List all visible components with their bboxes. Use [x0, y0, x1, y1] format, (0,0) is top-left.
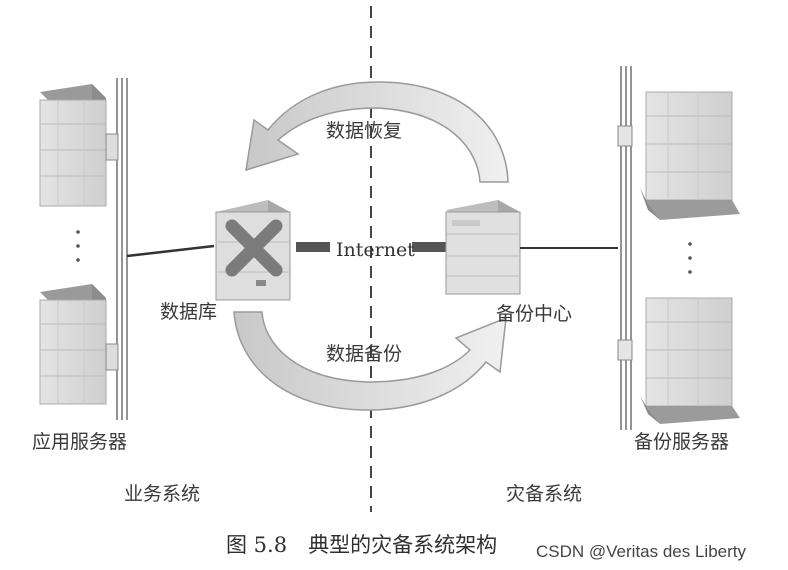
restore-arrow [245, 81, 509, 183]
right-ellipsis [688, 242, 692, 274]
restore-label: 数据恢复 [326, 120, 402, 142]
link-bus-database [126, 244, 215, 258]
app-server-bottom [39, 284, 119, 405]
x-mark-icon [225, 219, 283, 277]
right-rack-bus [620, 66, 632, 430]
app-server-top [39, 84, 119, 207]
backup-arrow [233, 311, 507, 411]
app-servers-label: 应用服务器 [32, 431, 127, 453]
dr-system-label: 灾备系统 [506, 483, 582, 505]
backup-center-label: 备份中心 [496, 303, 572, 325]
database-label: 数据库 [160, 301, 217, 323]
figure-caption: 图 5.8 典型的灾备系统架构 [226, 533, 497, 557]
left-ellipsis [76, 230, 80, 262]
backup-label: 数据备份 [326, 343, 402, 365]
csdn-watermark: CSDN @Veritas des Liberty [536, 542, 747, 561]
backup-center-node [445, 200, 521, 295]
business-system-label: 业务系统 [124, 483, 200, 505]
backup-servers-label: 备份服务器 [634, 431, 729, 453]
internet-link [296, 242, 446, 252]
internet-label: Internet [336, 239, 415, 261]
backup-server-bottom [617, 297, 740, 424]
database-node [215, 200, 291, 301]
backup-server-top [617, 91, 740, 220]
